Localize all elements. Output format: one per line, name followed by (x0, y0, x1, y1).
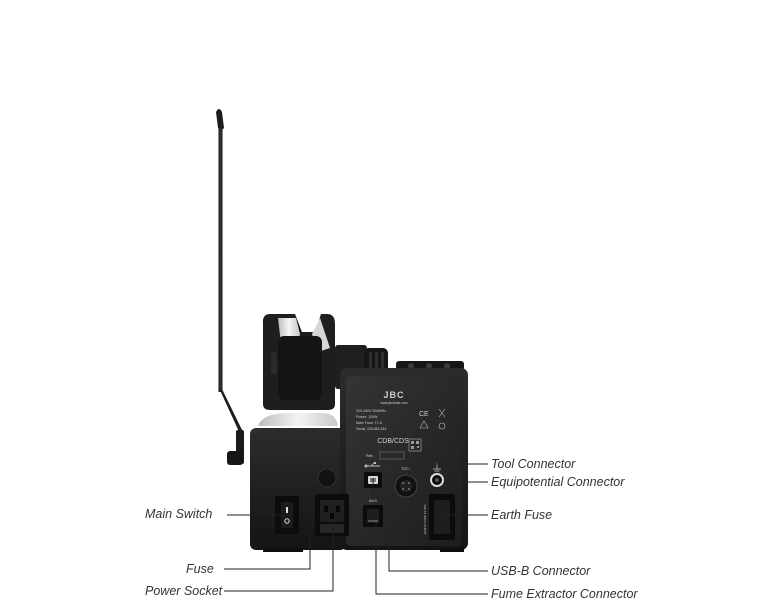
brand-logo: JBC (383, 390, 404, 400)
holder-rod (216, 109, 244, 465)
callout-fume-extractor-connector: Fume Extractor Connector (491, 587, 638, 601)
qr-code-icon (408, 438, 422, 452)
spec-line-1: 220-240V 50/60Hz (356, 409, 386, 413)
weee-bin-icon (438, 408, 446, 418)
tool-stand (262, 314, 388, 410)
website-text: www.jbctools.com (381, 401, 408, 405)
sponge-tray (258, 413, 338, 426)
usb-symbol-icon (364, 462, 380, 468)
callout-fuse: Fuse (186, 562, 214, 576)
device-labels: JBC www.jbctools.com 220-240V 50/60Hz Po… (356, 390, 446, 534)
callout-equipotential-connector: Equipotential Connector (491, 475, 625, 489)
fuse-side-text: EARTH FUSE F1.25A (423, 505, 427, 534)
callout-earth-fuse: Earth Fuse (491, 508, 553, 522)
spec-line-4: Serial: 220183-044 (356, 427, 386, 431)
ce-mark: CE (419, 411, 429, 418)
ref-label: Ref.: (366, 453, 374, 458)
model-label: CDB/CDS (377, 438, 409, 445)
aux-port-label: AUX (369, 498, 378, 503)
recycle-icon (438, 422, 446, 430)
station-body (250, 368, 468, 552)
callout-main-switch: Main Switch (145, 507, 213, 521)
fuse-holder[interactable] (320, 524, 344, 533)
leader-lines (224, 463, 488, 595)
callout-usb-b-connector: USB-B Connector (491, 564, 591, 578)
rear-panel (275, 438, 455, 540)
tool-port-label: TOOL (401, 467, 411, 471)
spec-line-3: Main Fuse: T1.6 (356, 421, 382, 425)
spec-line-2: Power: 120W (356, 415, 378, 419)
callout-tool-connector: Tool Connector (491, 457, 576, 471)
warning-icon (419, 420, 429, 429)
callout-power-socket: Power Socket (145, 584, 223, 598)
